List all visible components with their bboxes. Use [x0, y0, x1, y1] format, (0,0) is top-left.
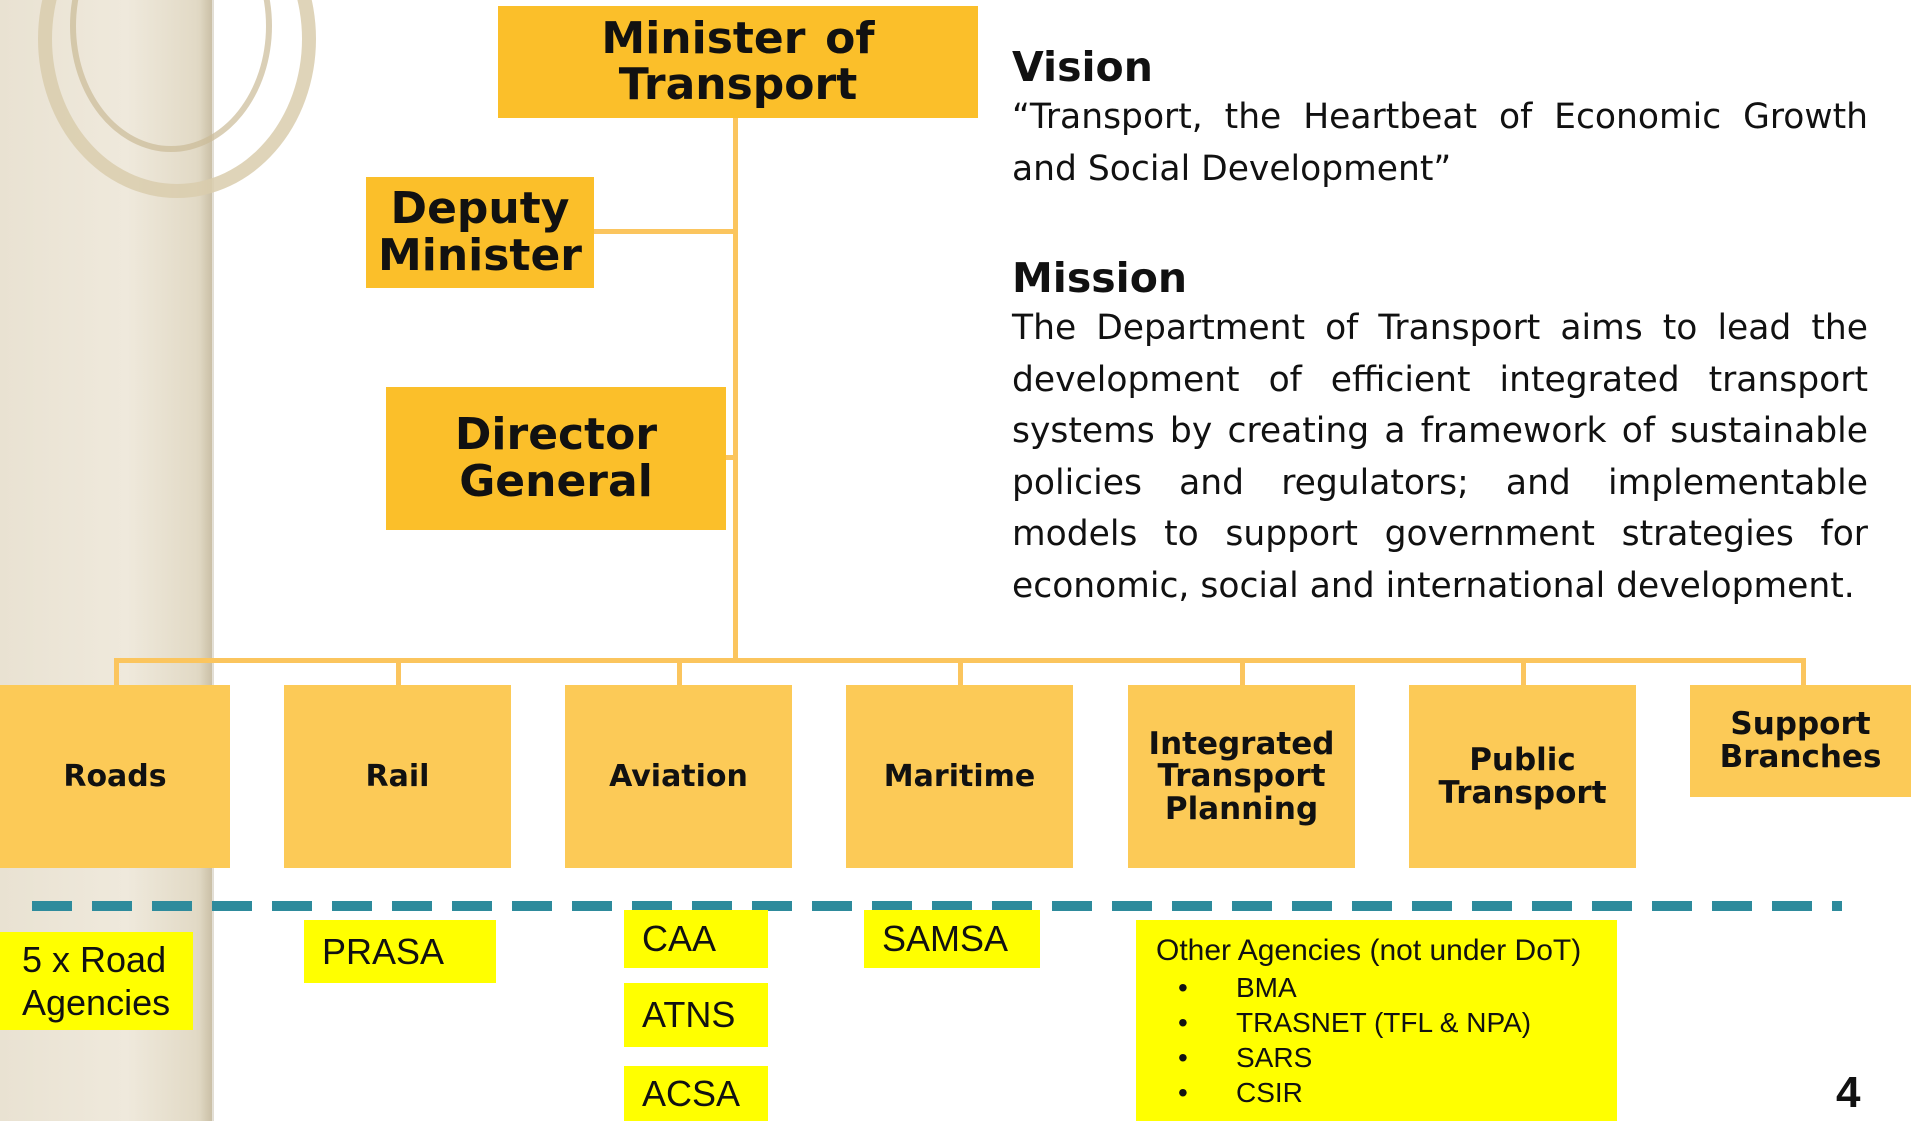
agency-label: CAA	[642, 918, 717, 959]
agency-label: ATNS	[642, 994, 736, 1035]
agency-acsa: ACSA	[624, 1066, 768, 1121]
agency-label: PRASA	[322, 930, 445, 972]
other-agencies-box: Other Agencies (not under DoT) BMA TRASN…	[1136, 920, 1617, 1121]
branch-aviation: Aviation	[565, 685, 792, 868]
page-number: 4	[1836, 1068, 1861, 1117]
vision-text: “Transport, the Heartbeat of Economic Gr…	[1012, 97, 1868, 189]
connector-deputy	[594, 229, 736, 234]
deputy-minister-label: Deputy Minister	[377, 183, 583, 281]
mission-heading: Mission	[1012, 254, 1188, 302]
vision-heading: Vision	[1012, 43, 1153, 91]
branch-label: Rail	[365, 758, 430, 794]
list-item: CSIR	[1156, 1075, 1597, 1110]
minister-box: Minister of Transport	[498, 6, 978, 118]
agency-road-agencies: 5 x Road Agencies	[0, 932, 193, 1030]
connector-drop-rail	[396, 658, 401, 685]
branch-label: Public Transport	[1438, 741, 1607, 811]
director-general-label: Director General	[454, 409, 658, 507]
agency-samsa: SAMSA	[864, 910, 1040, 968]
connector-vertical-main	[733, 118, 738, 662]
branch-roads: Roads	[0, 685, 230, 868]
branch-integrated-transport-planning: Integrated Transport Planning	[1128, 685, 1355, 868]
branch-public-transport: Public Transport	[1409, 685, 1636, 868]
vision-mission-panel: Vision “Transport, the Heartbeat of Econ…	[1012, 42, 1868, 612]
branch-label: Aviation	[609, 758, 748, 794]
director-general-box: Director General	[386, 387, 726, 530]
branch-label: Support Branches	[1719, 706, 1882, 775]
branch-support: Support Branches	[1690, 685, 1911, 797]
connector-drop-support	[1801, 658, 1806, 685]
agency-caa: CAA	[624, 910, 768, 968]
connector-drop-roads	[114, 658, 119, 685]
list-item: SARS	[1156, 1040, 1597, 1075]
connector-director-general	[726, 455, 736, 460]
connector-drop-public-transport	[1521, 658, 1526, 685]
deputy-minister-box: Deputy Minister	[366, 177, 594, 288]
connector-drop-maritime	[958, 658, 963, 685]
minister-label: Minister of Transport	[601, 12, 875, 110]
agency-label: SAMSA	[882, 918, 1009, 959]
connector-drop-itp	[1240, 658, 1245, 685]
agency-atns: ATNS	[624, 983, 768, 1047]
branch-label: Roads	[63, 758, 167, 794]
other-agencies-list: BMA TRASNET (TFL & NPA) SARS CSIR	[1156, 970, 1597, 1110]
other-agencies-title: Other Agencies (not under DoT)	[1156, 934, 1582, 967]
connector-drop-aviation	[677, 658, 682, 685]
agency-label: ACSA	[642, 1072, 741, 1114]
branch-maritime: Maritime	[846, 685, 1073, 868]
list-item: BMA	[1156, 970, 1597, 1005]
agency-prasa: PRASA	[304, 920, 496, 983]
dashed-divider	[32, 901, 1842, 911]
list-item: TRASNET (TFL & NPA)	[1156, 1005, 1597, 1040]
branch-label: Integrated Transport Planning	[1148, 725, 1335, 827]
branch-label: Maritime	[883, 758, 1036, 794]
mission-text: The Department of Transport aims to lead…	[1012, 308, 1868, 606]
branch-rail: Rail	[284, 685, 511, 868]
agency-label: 5 x Road Agencies	[22, 938, 171, 1023]
